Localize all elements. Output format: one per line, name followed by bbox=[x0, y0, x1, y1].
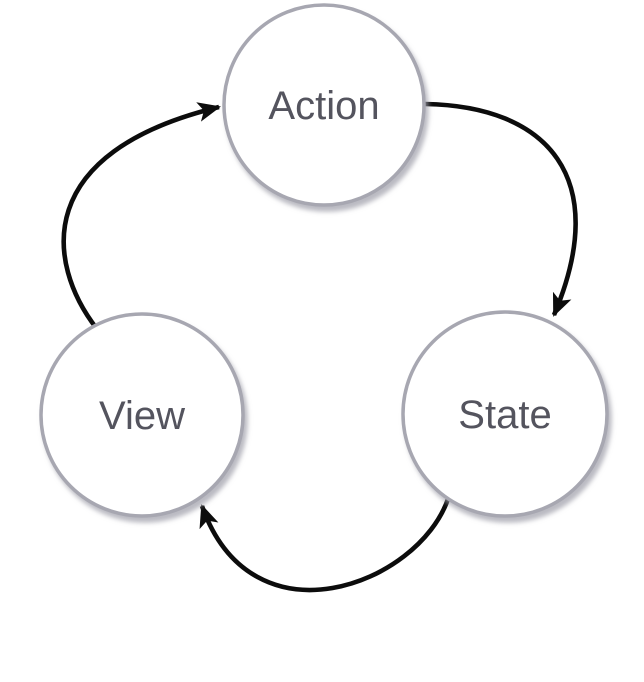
node-view-circle bbox=[39, 312, 245, 518]
edge-view-to-action bbox=[61, 102, 221, 331]
edge-action-to-state bbox=[424, 101, 578, 317]
node-state: State bbox=[401, 310, 609, 518]
node-state-circle bbox=[401, 310, 609, 518]
node-action: Action bbox=[222, 3, 426, 207]
node-action-label: Action bbox=[268, 84, 379, 128]
node-state-label: State bbox=[458, 393, 551, 437]
edge-state-to-view bbox=[199, 498, 451, 593]
node-action-circle bbox=[222, 3, 426, 207]
node-view-label: View bbox=[99, 394, 185, 438]
node-view: View bbox=[39, 312, 245, 518]
